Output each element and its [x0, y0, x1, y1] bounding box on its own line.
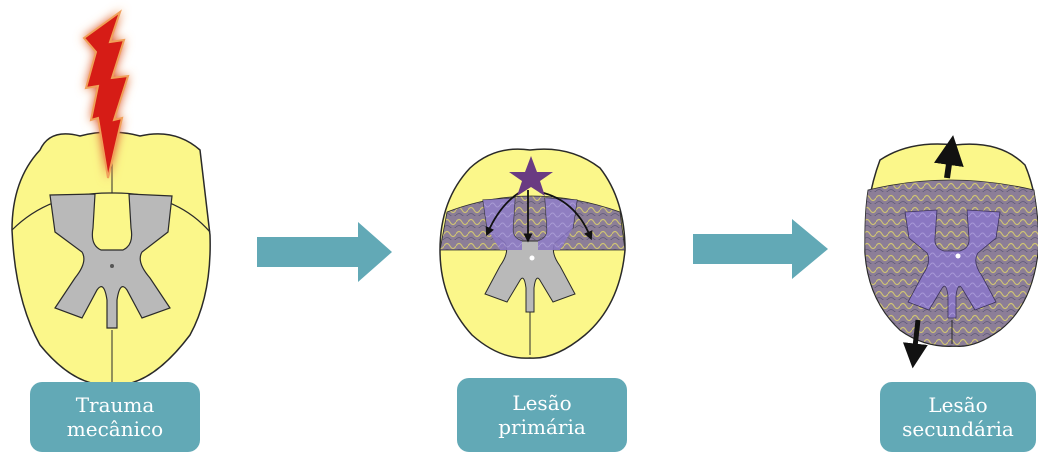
stage-label-lesao-primaria: Lesão primária — [457, 378, 627, 452]
stage-label-trauma-mecanico: Trauma mecânico — [30, 382, 200, 452]
stage-label-line2: primária — [498, 415, 586, 439]
stage-label-line2: secundária — [902, 417, 1014, 441]
stage-label-line1: Lesão — [928, 393, 987, 417]
stage-3-cross-section — [865, 144, 1038, 356]
stage-label-line2: mecânico — [67, 417, 163, 441]
stage-1-cross-section — [12, 132, 210, 385]
right-arrow-icon — [257, 222, 392, 282]
right-arrow-icon — [693, 219, 828, 279]
stage-label-line1: Trauma — [76, 393, 155, 417]
stage-label-line1: Lesão — [512, 391, 571, 415]
stage-label-lesao-secundaria: Lesão secundária — [880, 382, 1036, 452]
